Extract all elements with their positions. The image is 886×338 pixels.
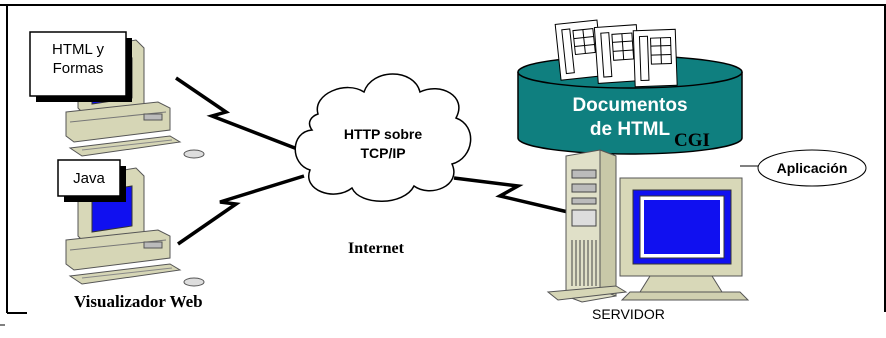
- server-caption: SERVIDOR: [592, 306, 665, 322]
- link-top-client: [175, 76, 301, 152]
- server-tower: [546, 149, 628, 303]
- link-bottom-client: [177, 174, 305, 246]
- application-ellipse: [757, 149, 867, 187]
- internet-cloud: [294, 73, 472, 202]
- documents-html-label: Documentos de HTML: [572, 95, 688, 140]
- server-monitor: [619, 177, 750, 301]
- html-forms-box: [29, 31, 127, 97]
- java-label: Java: [73, 170, 105, 187]
- document-stack-icon: [554, 19, 678, 88]
- cloud-protocol-label: HTTP sobre TCP/IP: [343, 126, 423, 161]
- cgi-label: CGI: [674, 130, 710, 151]
- link-server: [453, 176, 569, 214]
- documents-cylinder: [517, 72, 743, 155]
- html-forms-label: HTML y Formas: [52, 41, 104, 77]
- java-box: [57, 159, 121, 197]
- internet-caption: Internet: [348, 240, 404, 257]
- web-browser-caption: Visualizador Web: [74, 292, 203, 311]
- application-label: Aplicación: [776, 160, 848, 176]
